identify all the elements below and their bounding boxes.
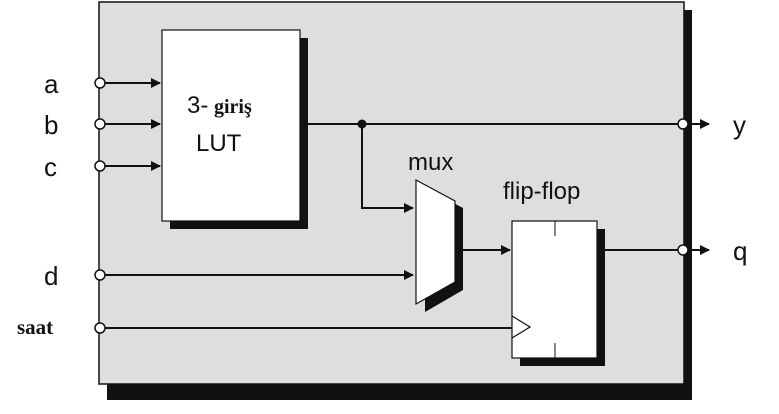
output-label-q: q (733, 236, 747, 266)
input-label-b: b (44, 110, 58, 140)
flipflop-block (511, 220, 598, 359)
port-b (94, 118, 106, 130)
input-label-c: c (44, 152, 57, 182)
lut-to-mux-wire (361, 124, 414, 213)
branch-dot (357, 119, 367, 129)
input-label-d: d (44, 261, 58, 291)
port-y (677, 118, 689, 130)
lut-label-word: giriş (214, 96, 252, 118)
lut-label-prefix: 3- (187, 92, 208, 119)
port-c (94, 160, 106, 172)
port-clock (94, 322, 106, 334)
lut-label-name: LUT (196, 130, 242, 157)
flipflop-label: flip-flop (503, 178, 580, 205)
port-d (94, 269, 106, 281)
port-q (677, 244, 689, 256)
input-label-a: a (44, 69, 59, 99)
port-a (94, 77, 106, 89)
input-label-clock: saat (17, 315, 53, 339)
mux-block (415, 178, 456, 306)
clock-triangle (511, 315, 532, 339)
lut-block (161, 29, 301, 222)
mux-label: mux (408, 149, 453, 176)
output-label-y: y (733, 110, 746, 140)
